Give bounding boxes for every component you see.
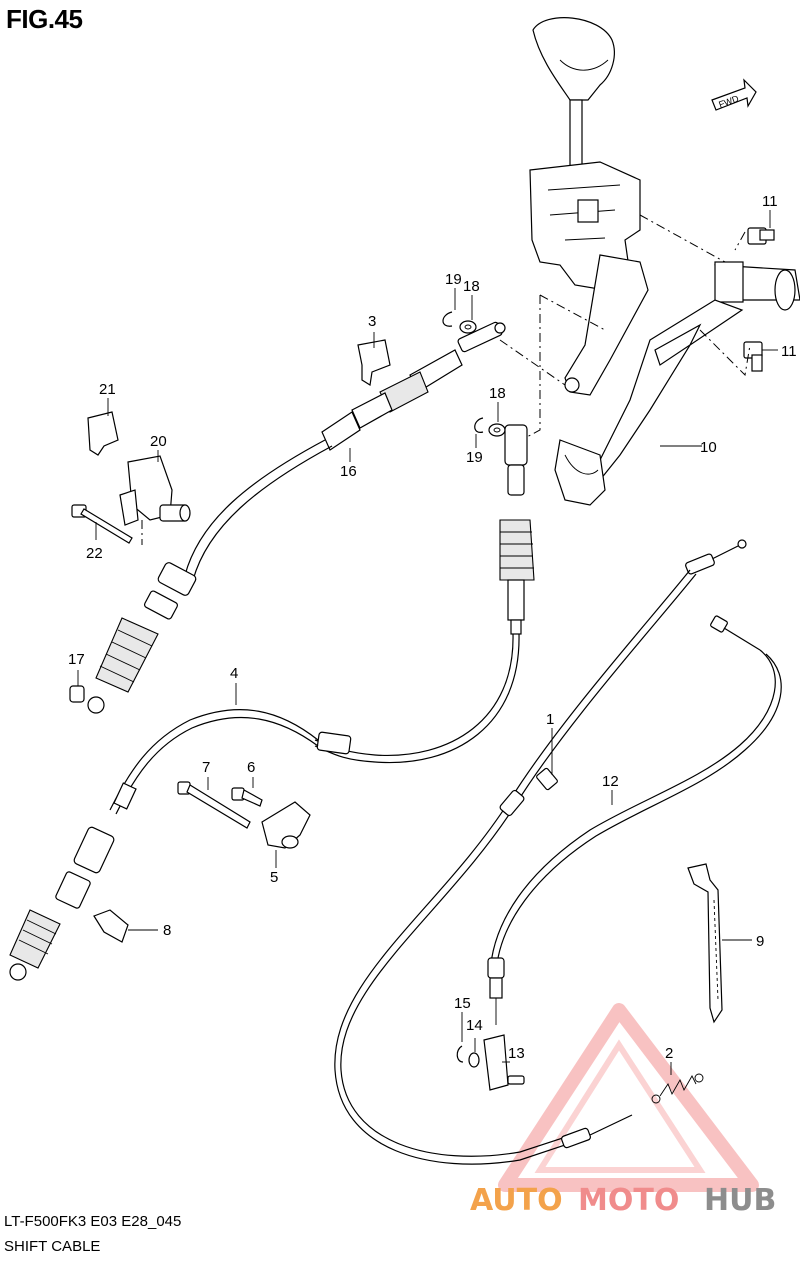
forward-arrow-icon: FWD [711,78,757,111]
callout-8: 8 [163,922,171,939]
washer-18-bottom [488,423,506,437]
callout-11-top: 11 [762,193,778,210]
clip-19-top [442,311,453,327]
clip-19-bottom [474,417,484,433]
washer-18-top [459,320,477,334]
bolt-11-top [747,227,775,245]
callout-18-top: 18 [463,278,480,295]
model-code: LT-F500FK3 E03 E28_045 [4,1213,182,1230]
bolt-22 [71,504,133,544]
figure-title: FIG.45 [6,4,83,34]
callout-2: 2 [665,1045,673,1062]
clip-3 [357,339,391,386]
callout-10: 10 [700,439,717,456]
callout-7: 7 [202,759,210,776]
callout-9: 9 [756,933,764,950]
watermark-moto: MOTO [578,1183,679,1218]
clip-15 [456,1045,464,1063]
watermark-hub: HUB [704,1183,776,1218]
cable-1 [334,539,747,1165]
callout-18-bottom: 18 [489,385,506,402]
callout-5: 5 [270,869,278,886]
clamp-8 [93,909,129,943]
spring-2 [651,1073,704,1104]
callout-20: 20 [150,433,167,450]
callout-6: 6 [247,759,255,776]
cable-16 [87,321,506,714]
callout-16: 16 [340,463,357,480]
callout-labels: 1 2 3 4 5 6 7 8 9 10 11 11 12 13 14 15 1… [68,193,797,1062]
nut-17 [69,685,85,703]
leader-lines [77,210,778,1075]
cable-4 [9,424,535,981]
bracket-10 [554,261,800,506]
direction-label: FWD [717,93,740,110]
callout-11-bottom: 11 [781,343,797,360]
callout-19-bottom: 19 [466,449,483,466]
bolt-7 [177,781,251,829]
watermark-auto: AUTO [470,1183,563,1218]
callout-19-top: 19 [445,271,462,288]
bracket-20 [119,455,191,526]
callout-4: 4 [230,665,238,682]
assembly-guide-lines [141,214,751,545]
callout-12: 12 [602,773,619,790]
watermark-logo [498,1003,759,1192]
callout-13: 13 [508,1045,525,1062]
callout-1: 1 [546,711,554,728]
callout-22: 22 [86,545,103,562]
tie-9 [687,863,723,1024]
callout-17: 17 [68,651,85,668]
clip-21 [87,411,119,456]
clamp-5 [261,801,311,849]
callout-14: 14 [466,1017,483,1034]
callout-3: 3 [368,313,376,330]
shift-lever-assembly [529,17,649,396]
bolt-6 [231,787,263,807]
washer-14 [468,1052,480,1068]
bolt-11-bottom [743,341,763,372]
callout-21: 21 [99,381,116,398]
pin-13 [507,1075,525,1085]
cable-12 [483,615,782,1091]
watermark-text: AUTO MOTO HUB [470,1183,776,1218]
section-name: SHIFT CABLE [4,1238,101,1255]
callout-15: 15 [454,995,471,1012]
